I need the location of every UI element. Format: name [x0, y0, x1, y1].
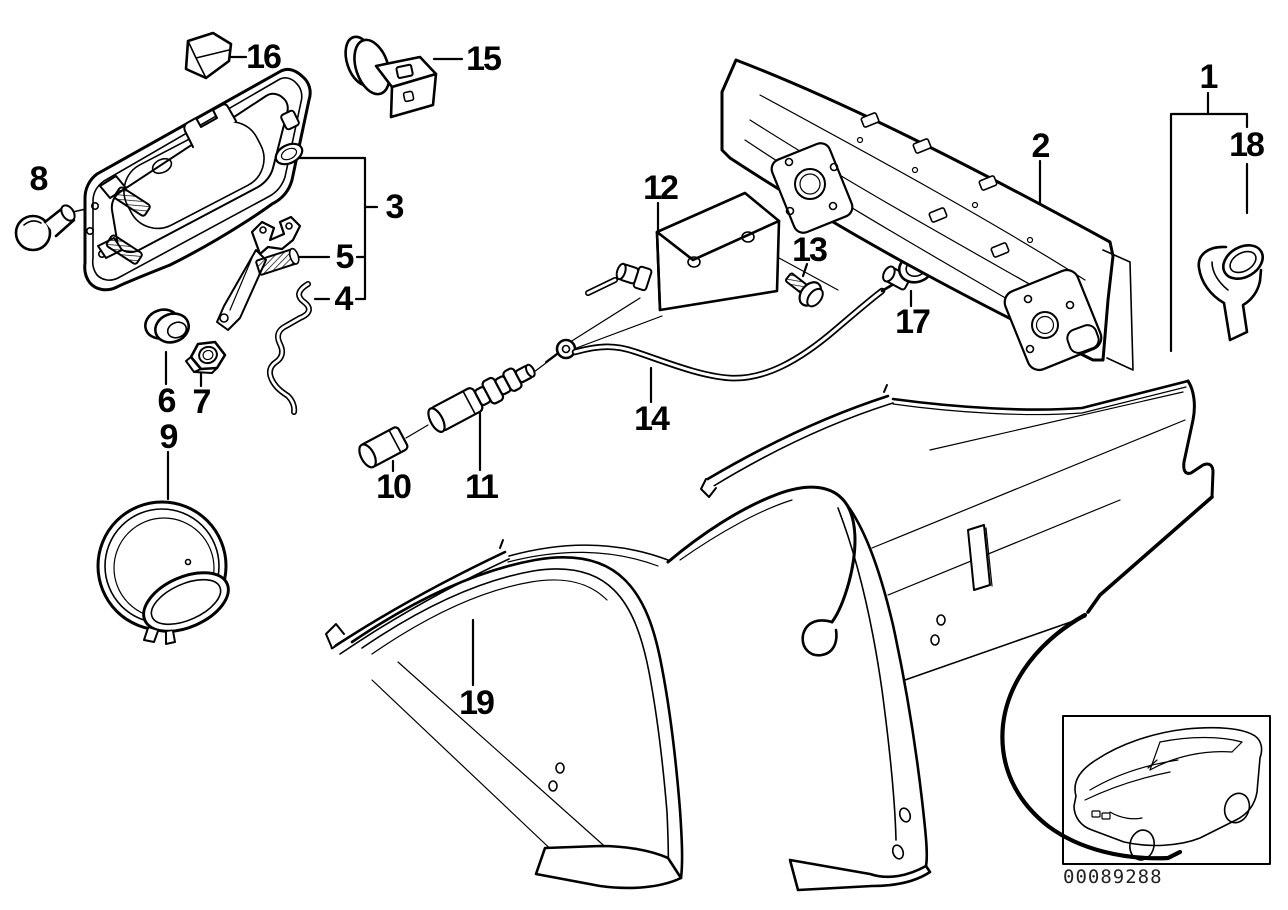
callout-18[interactable]: 18	[1229, 126, 1265, 164]
callout-15[interactable]: 15	[466, 40, 502, 78]
part-14-cable-art	[545, 280, 899, 382]
part-15-plug-art	[344, 35, 438, 119]
callout-10[interactable]: 10	[376, 468, 412, 506]
callout-8[interactable]: 8	[29, 160, 49, 198]
callout-16[interactable]: 16	[246, 38, 282, 76]
callout-2[interactable]: 2	[1031, 127, 1051, 165]
callout-14[interactable]: 14	[634, 400, 670, 438]
callout-4[interactable]: 4	[334, 280, 354, 318]
part-11-sleeve-art	[427, 363, 536, 433]
part-16-cap-art	[184, 31, 233, 80]
part-5-bracket-art	[216, 215, 302, 331]
part-8-buffer-art	[14, 204, 76, 252]
part-2-rear-panel-art	[720, 58, 1134, 372]
part-4-rod-art	[266, 281, 312, 415]
part-13-screw-art	[784, 272, 824, 308]
image-number: 00089288	[1063, 866, 1163, 888]
part-9-pocket-art	[96, 500, 230, 645]
part-10-sleeve-art	[358, 426, 409, 469]
part-6-bushing-art	[144, 308, 190, 344]
callout-11[interactable]: 11	[465, 468, 499, 506]
callout-6[interactable]: 6	[157, 382, 177, 420]
callout-3[interactable]: 3	[385, 188, 405, 226]
part-1-quarter-panel-art	[666, 379, 1215, 892]
part-18-funnel-art	[1197, 243, 1264, 342]
part-7-nut-art	[185, 340, 227, 374]
callout-5[interactable]: 5	[335, 238, 355, 276]
part-19-quarter-panel-art	[325, 539, 684, 890]
callout-9[interactable]: 9	[159, 418, 179, 456]
filler-flap-frame-art	[83, 67, 312, 292]
callout-12[interactable]: 12	[643, 169, 679, 207]
leader-lines	[63, 55, 1249, 687]
callout-17[interactable]: 17	[895, 303, 931, 341]
part-12-actuator-art	[585, 191, 839, 312]
callout-19[interactable]: 19	[459, 684, 495, 722]
callout-13[interactable]: 13	[792, 231, 828, 269]
vehicle-thumbnail	[1062, 715, 1271, 865]
callout-7[interactable]: 7	[192, 383, 212, 421]
callout-1[interactable]: 1	[1199, 58, 1219, 96]
